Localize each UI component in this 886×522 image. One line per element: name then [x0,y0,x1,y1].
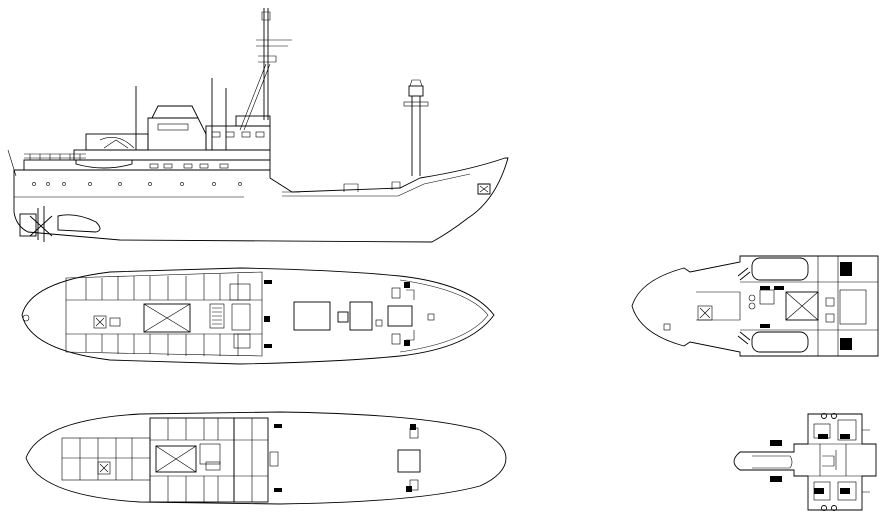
profile-sheer-line [282,173,471,197]
profile-deck-gear [282,181,491,195]
main-deck-cabins [65,271,263,357]
bridge-deck-boat-starboard [751,257,809,281]
lower-deck-fittings [274,424,421,492]
profile-superstructure [23,105,271,171]
compass-deck-rooms [752,419,862,501]
profile-view [7,8,509,243]
main-deck-hatches [22,301,435,331]
main-deck-hull-outline [21,267,495,365]
lower-deck-plan [25,411,507,505]
bridge-deck-plan [631,255,879,357]
bridge-deck-rooms [663,256,878,356]
profile-propeller-rudder [19,206,101,242]
main-deck-fittings [264,280,415,348]
compass-deck-plan [733,413,877,511]
bridge-deck-boat-port [751,331,809,353]
compass-deck-outline [733,413,877,511]
lower-deck-cabins [61,417,279,503]
lower-deck-hull-outline [25,411,507,505]
profile-portholes [32,182,242,186]
main-deck-plan [21,267,495,365]
profile-hull [13,157,509,243]
bridge-deck-outline [631,255,879,357]
bridge-deck-fittings [737,262,852,350]
profile-masts [135,8,429,176]
compass-deck-fittings [770,413,870,511]
main-deck-bulwark-line [399,279,489,353]
profile-stern-ensign-staff [7,149,17,177]
